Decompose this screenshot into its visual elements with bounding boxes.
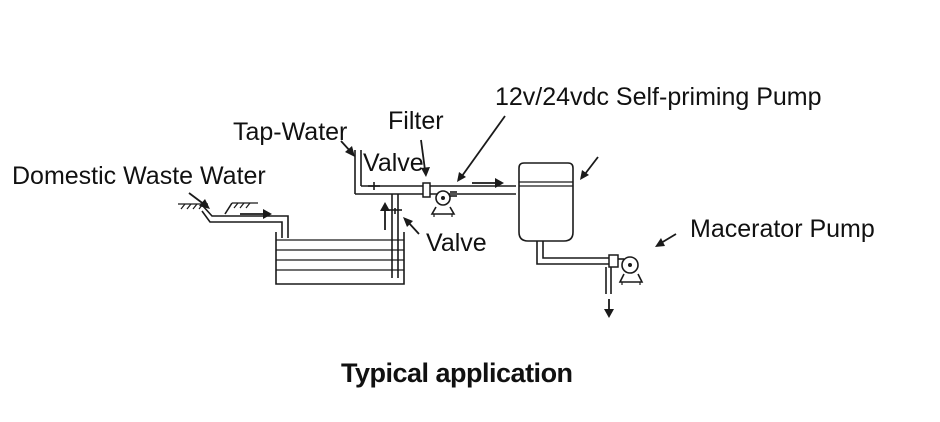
collection-tank [518,162,574,242]
upper-valve-label: Valve [363,149,424,177]
tap-water-label: Tap-Water [233,118,348,146]
filter-label: Filter [388,107,444,135]
flow-arrows [240,178,614,318]
macerator-pump-label: Macerator Pump [690,215,875,243]
outlet-pipe [536,241,610,265]
domestic-waste-water-label: Domestic Waste Water [12,162,266,190]
self-priming-pump [430,190,457,217]
diagram-caption: Typical application [341,358,573,388]
ground-hatch [178,202,258,210]
lower-valve-label: Valve [426,229,487,257]
filter [422,182,431,198]
leader-arrows [188,115,677,247]
main-pipe [355,185,516,195]
self-priming-pump-label: 12v/24vdc Self-priming Pump [495,83,822,111]
suction-pipe [388,194,402,278]
macerator-pump [605,254,644,294]
inlet-channel [201,202,289,238]
waste-water-tank [275,232,405,285]
